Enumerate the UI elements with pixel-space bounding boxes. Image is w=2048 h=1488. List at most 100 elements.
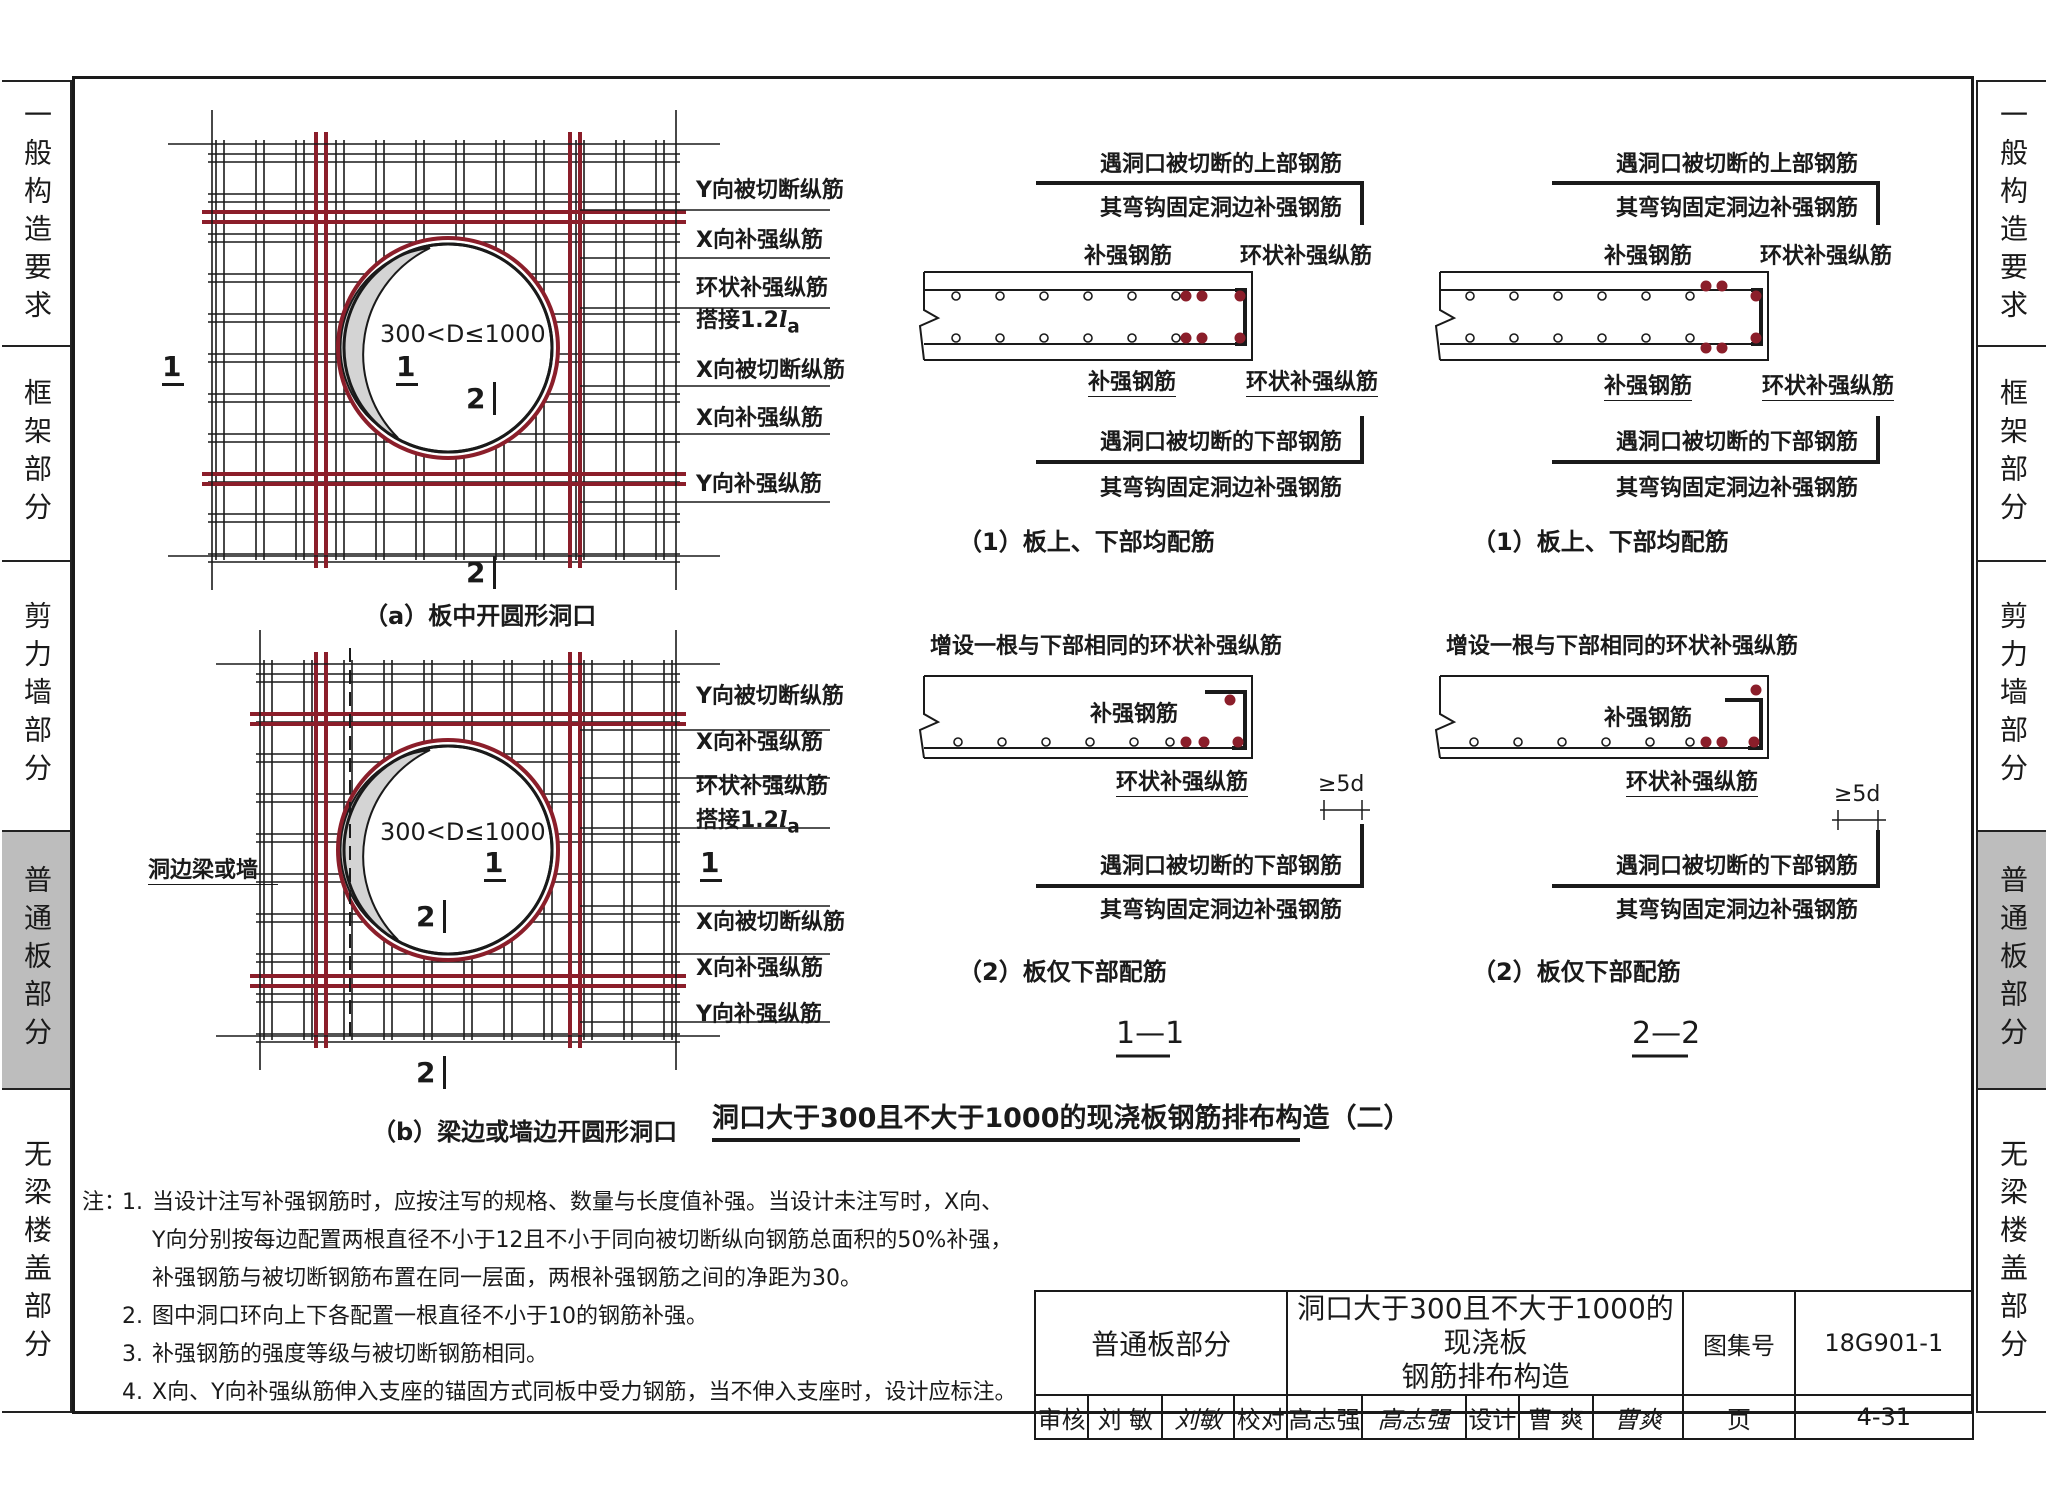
s22-ring2: 环状补强纵筋: [1626, 764, 1759, 797]
plan-b-sec1-right: 1: [700, 846, 722, 882]
tab-general[interactable]: 一般构造要求: [2, 82, 70, 347]
rebar-dot: [1509, 291, 1519, 301]
s11-rebar-bot: 补强钢筋: [1088, 364, 1177, 397]
rebar-dot: [997, 737, 1007, 747]
rebar-dot: [1039, 333, 1049, 343]
ring-rebar-b: [336, 738, 560, 962]
tb-designer-signature: 曹爽: [1592, 1394, 1685, 1440]
tab-shear-wall-right[interactable]: 剪力墙部分: [1978, 562, 2046, 832]
tb-atlas-no: 18G901-1: [1793, 1290, 1975, 1396]
add-rebar-dot: [1234, 290, 1246, 302]
plan-a-caption: （a）板中开圆形洞口: [364, 602, 597, 630]
plan-b-sec1-mid: 1: [484, 846, 506, 882]
notes: 注： 1. 当设计注写补强钢筋时，应按注写的规格、数量与长度值补强。当设计未注写…: [82, 1184, 1042, 1412]
rebar-dot: [1509, 333, 1519, 343]
s22-top-b: 其弯钩固定洞边补强钢筋: [1616, 196, 1859, 221]
s22-rebar-bot: 补强钢筋: [1604, 368, 1693, 401]
add-rebar-dot: [1700, 342, 1712, 354]
s11-ring-top: 环状补强纵筋: [1240, 244, 1373, 269]
tab-general-right[interactable]: 一般构造要求: [1978, 82, 2046, 347]
rebar-dot: [1129, 737, 1139, 747]
s22-ring-bot: 环状补强纵筋: [1762, 368, 1895, 401]
add-rebar-dot: [1748, 736, 1760, 748]
plan-a-sec1-right: 1: [396, 350, 418, 386]
rebar-dot: [1685, 291, 1695, 301]
drawing-frame: [72, 76, 1974, 1414]
note-2: 2.图中洞口环向上下各配置一根直径不小于10的钢筋补强。: [122, 1304, 708, 1329]
s11-rebar-top: 补强钢筋: [1084, 244, 1173, 269]
s22-title: 2—2: [1632, 1016, 1701, 1051]
add-rebar-dot: [1750, 684, 1762, 696]
add-rebar-dot: [1716, 342, 1728, 354]
notes-lead: 注：: [82, 1190, 127, 1215]
section-1-1: [918, 181, 1370, 1058]
add-rebar-dot: [1180, 332, 1192, 344]
s22-add-one: 增设一根与下部相同的环状补强纵筋: [1446, 634, 1799, 659]
left-tab-column: 一般构造要求 框架部分 剪力墙部分 普通板部分 无梁楼盖部分: [2, 80, 72, 1413]
tb-checker-signature: 高志强: [1360, 1394, 1467, 1440]
plan-b-label-x-add: X向补强纵筋: [696, 730, 823, 755]
s22-bot-b: 其弯钩固定洞边补强钢筋: [1616, 476, 1859, 501]
plan-a-label-x-cut: X向被切断纵筋: [696, 358, 845, 383]
plan-b-label-x-cut: X向被切断纵筋: [696, 910, 845, 935]
plan-b-label-x-add2: X向补强纵筋: [696, 956, 823, 981]
tab-ordinary-slab-right[interactable]: 普通板部分: [1978, 832, 2046, 1090]
plan-a-label-ring: 环状补强纵筋: [696, 276, 829, 301]
rebar-dot: [951, 333, 961, 343]
tb-checker: 高志强: [1286, 1394, 1363, 1440]
plan-a-sec2-top: 2: [466, 382, 497, 415]
tab-flat-slab-right[interactable]: 无梁楼盖部分: [1996, 1138, 2029, 1367]
tb-page-label: 页: [1682, 1394, 1796, 1440]
s11-cap2: （2）板仅下部配筋: [958, 958, 1167, 986]
rebar-dot: [995, 291, 1005, 301]
rebar-dot: [1127, 291, 1137, 301]
s11-title: 1—1: [1116, 1016, 1185, 1051]
plan-b-caption: （b）梁边或墙边开圆形洞口: [372, 1118, 678, 1146]
add-rebar-dot: [1180, 736, 1192, 748]
add-rebar-dot: [1224, 694, 1236, 706]
rebar-dot: [1165, 737, 1175, 747]
rebar-dot: [1685, 737, 1695, 747]
tb-design-label: 设计: [1464, 1394, 1521, 1440]
tb-title: 洞口大于300且不大于1000的现浇板 钢筋排布构造: [1286, 1290, 1685, 1396]
plan-b-sec2-top: 2: [416, 900, 447, 933]
tb-section: 普通板部分: [1033, 1290, 1289, 1396]
right-tab-column: 一般构造要求 框架部分 剪力墙部分 普通板部分 无梁楼盖部分: [1976, 80, 2046, 1413]
plan-b-sec2-bot: 2: [416, 1056, 447, 1089]
plan-a-sec1-left: 1: [162, 350, 184, 386]
add-rebar-dot: [1198, 736, 1210, 748]
add-rebar-dot: [1700, 280, 1712, 292]
tab-frame-right[interactable]: 框架部分: [1978, 347, 2046, 562]
add-rebar-dot: [1700, 736, 1712, 748]
rebar-dot: [1171, 291, 1181, 301]
add-rebar-dot: [1196, 290, 1208, 302]
s11-rebar2: 补强钢筋: [1090, 702, 1179, 727]
tab-flat-slab[interactable]: 无梁楼盖部分: [20, 1138, 53, 1367]
rebar-dot: [1085, 737, 1095, 747]
tab-frame[interactable]: 框架部分: [2, 347, 70, 562]
tab-shear-wall[interactable]: 剪力墙部分: [2, 562, 70, 832]
section-2-2: [1434, 181, 1886, 1058]
tb-check-label: 校对: [1233, 1394, 1289, 1440]
rebar-dot: [1465, 333, 1475, 343]
rebar-dot: [1597, 333, 1607, 343]
rebar-dot: [1553, 291, 1563, 301]
s22-bot-a: 遇洞口被切断的下部钢筋: [1616, 430, 1859, 455]
plan-a-dim: 300<D≤1000: [380, 320, 546, 348]
note-3: 3.补强钢筋的强度等级与被切断钢筋相同。: [122, 1342, 549, 1367]
rebar-dot: [1557, 737, 1567, 747]
s22-bot2-b: 其弯钩固定洞边补强钢筋: [1616, 898, 1859, 923]
s11-top-b: 其弯钩固定洞边补强钢筋: [1100, 196, 1343, 221]
rebar-dot: [1597, 291, 1607, 301]
plan-b-label-y-add: Y向补强纵筋: [696, 1002, 822, 1027]
add-rebar-dot: [1180, 290, 1192, 302]
plan-b-grid: [216, 630, 830, 1070]
rebar-dot: [1465, 291, 1475, 301]
rebar-dot: [1083, 333, 1093, 343]
rebar-dot: [1039, 291, 1049, 301]
tab-ordinary-slab[interactable]: 普通板部分: [2, 832, 70, 1090]
rebar-dot: [995, 333, 1005, 343]
plan-a-label-y-cut: Y向被切断纵筋: [696, 178, 844, 203]
rebar-dot: [1127, 333, 1137, 343]
